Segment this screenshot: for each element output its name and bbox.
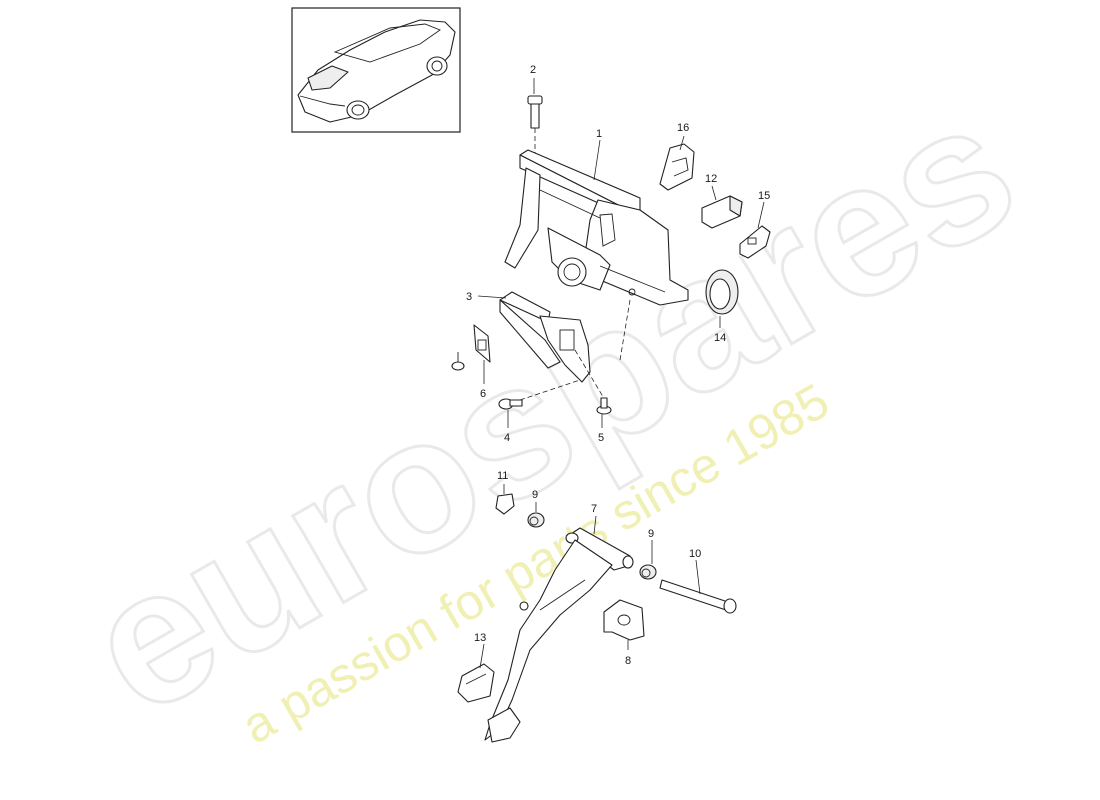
callout-6: 6 <box>480 388 486 400</box>
callout-15: 15 <box>758 190 770 202</box>
switch-part-12 <box>701 195 743 229</box>
leader-lines <box>477 78 765 669</box>
callout-10: 10 <box>689 548 701 560</box>
callout-14: 14 <box>714 332 726 344</box>
callout-4: 4 <box>504 432 510 444</box>
callout-7: 7 <box>591 503 597 515</box>
callout-12: 12 <box>705 173 717 185</box>
pedal-bracket-part-1 <box>504 149 689 306</box>
bushing-part-9-right <box>639 564 657 580</box>
sensor-part-15 <box>739 225 771 259</box>
bolt-part-2 <box>527 95 543 156</box>
bracket-part-6 <box>451 324 491 371</box>
long-bolt-part-10 <box>659 579 737 614</box>
screw-part-4 <box>498 398 523 410</box>
callout-9-right: 9 <box>648 528 654 540</box>
pivot-arm-part-3 <box>499 291 631 401</box>
bushing-part-9-left <box>527 512 545 528</box>
callout-2: 2 <box>530 64 536 76</box>
vehicle-thumbnail <box>291 7 461 133</box>
callout-9-left: 9 <box>532 489 538 501</box>
callout-16: 16 <box>677 122 689 134</box>
callout-11: 11 <box>497 470 508 482</box>
mount-block-part-8 <box>603 599 645 641</box>
callout-1: 1 <box>596 128 602 140</box>
callout-8: 8 <box>625 655 631 667</box>
callout-3: 3 <box>466 291 472 303</box>
grommet-part-14 <box>705 269 739 315</box>
pedal-pad-part-13 <box>457 663 495 703</box>
pedal-foot <box>487 707 521 743</box>
clip-part-16 <box>659 143 695 191</box>
clip-part-11 <box>495 493 515 515</box>
callout-5: 5 <box>598 432 604 444</box>
callout-labels: 2 1 16 12 15 14 3 6 4 5 11 9 7 9 10 13 8 <box>466 64 770 667</box>
screw-part-5 <box>596 397 612 415</box>
callout-13: 13 <box>474 632 486 644</box>
